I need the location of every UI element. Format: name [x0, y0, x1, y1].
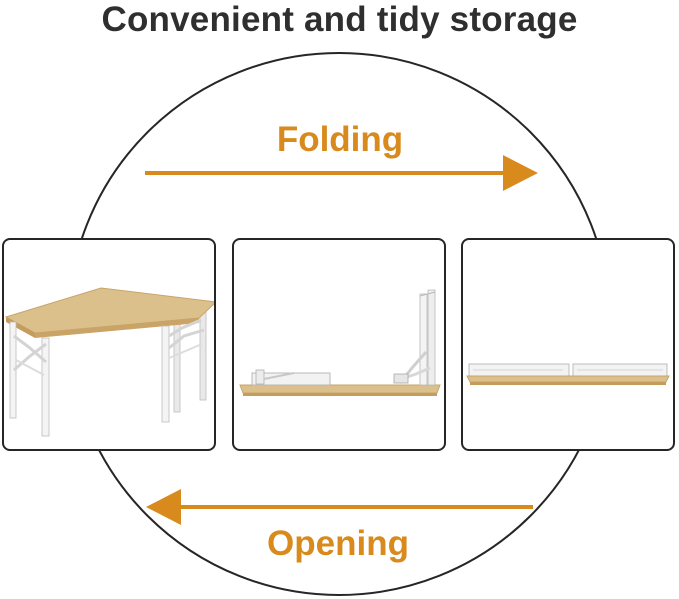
table-folding-panel — [232, 238, 446, 451]
desk-upright-icon — [4, 287, 214, 437]
folding-arrow — [145, 155, 538, 191]
desk-folded-icon — [466, 363, 670, 385]
folding-label: Folding — [276, 120, 404, 159]
page-title: Convenient and tidy storage — [101, 0, 578, 39]
opening-label: Opening — [267, 524, 409, 563]
desk-folding-icon — [239, 289, 441, 396]
table-folded-panel — [461, 238, 675, 451]
table-open-panel — [2, 238, 216, 451]
opening-arrow — [146, 489, 533, 525]
